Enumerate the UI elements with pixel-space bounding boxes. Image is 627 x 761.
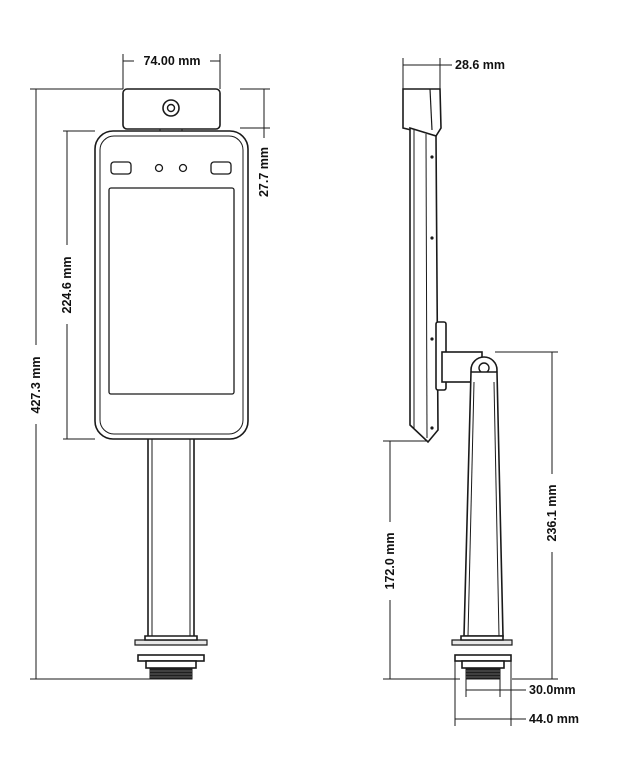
- front-pole: [147, 439, 195, 636]
- side-dim-pole-height: 236.1 mm: [495, 351, 559, 680]
- side-base-label: 44.0 mm: [529, 712, 579, 726]
- side-thread-label: 30.0mm: [529, 683, 576, 697]
- side-pole: [463, 371, 504, 637]
- front-dim-width: 74.00 mm: [122, 54, 221, 89]
- side-pole-height-label: 236.1 mm: [545, 485, 559, 542]
- front-dim-screen-height: 224.6 mm: [60, 130, 95, 440]
- front-screen-height-label: 224.6 mm: [60, 257, 74, 314]
- front-screen: [108, 187, 235, 395]
- side-tablet-body: [409, 126, 447, 444]
- front-total-height-label: 427.3 mm: [29, 357, 43, 414]
- front-tablet-body: [94, 130, 249, 440]
- side-camera-height-label: 27.7 mm: [257, 147, 271, 197]
- side-view: 28.6 mm 27.7 mm 236.1 mm 172.0 mm: [240, 58, 579, 726]
- front-view: 74.00 mm 224.6 mm 427.3 mm: [29, 54, 249, 680]
- side-dim-base: 44.0 mm: [454, 661, 579, 726]
- side-lower-height-label: 172.0 mm: [383, 533, 397, 590]
- side-camera-module: [402, 88, 442, 137]
- side-dim-thread: 30.0mm: [465, 679, 576, 697]
- front-camera-module: [122, 88, 221, 135]
- side-dim-lower-height: 172.0 mm: [383, 440, 460, 680]
- side-base: [451, 635, 513, 680]
- side-camera-depth-label: 28.6 mm: [455, 58, 505, 72]
- front-base: [134, 635, 208, 680]
- front-width-label: 74.00 mm: [144, 54, 201, 68]
- side-dim-camera-height: 27.7 mm: [240, 88, 271, 197]
- side-dim-camera-depth: 28.6 mm: [402, 58, 505, 89]
- front-dim-total-height: 427.3 mm: [29, 88, 150, 680]
